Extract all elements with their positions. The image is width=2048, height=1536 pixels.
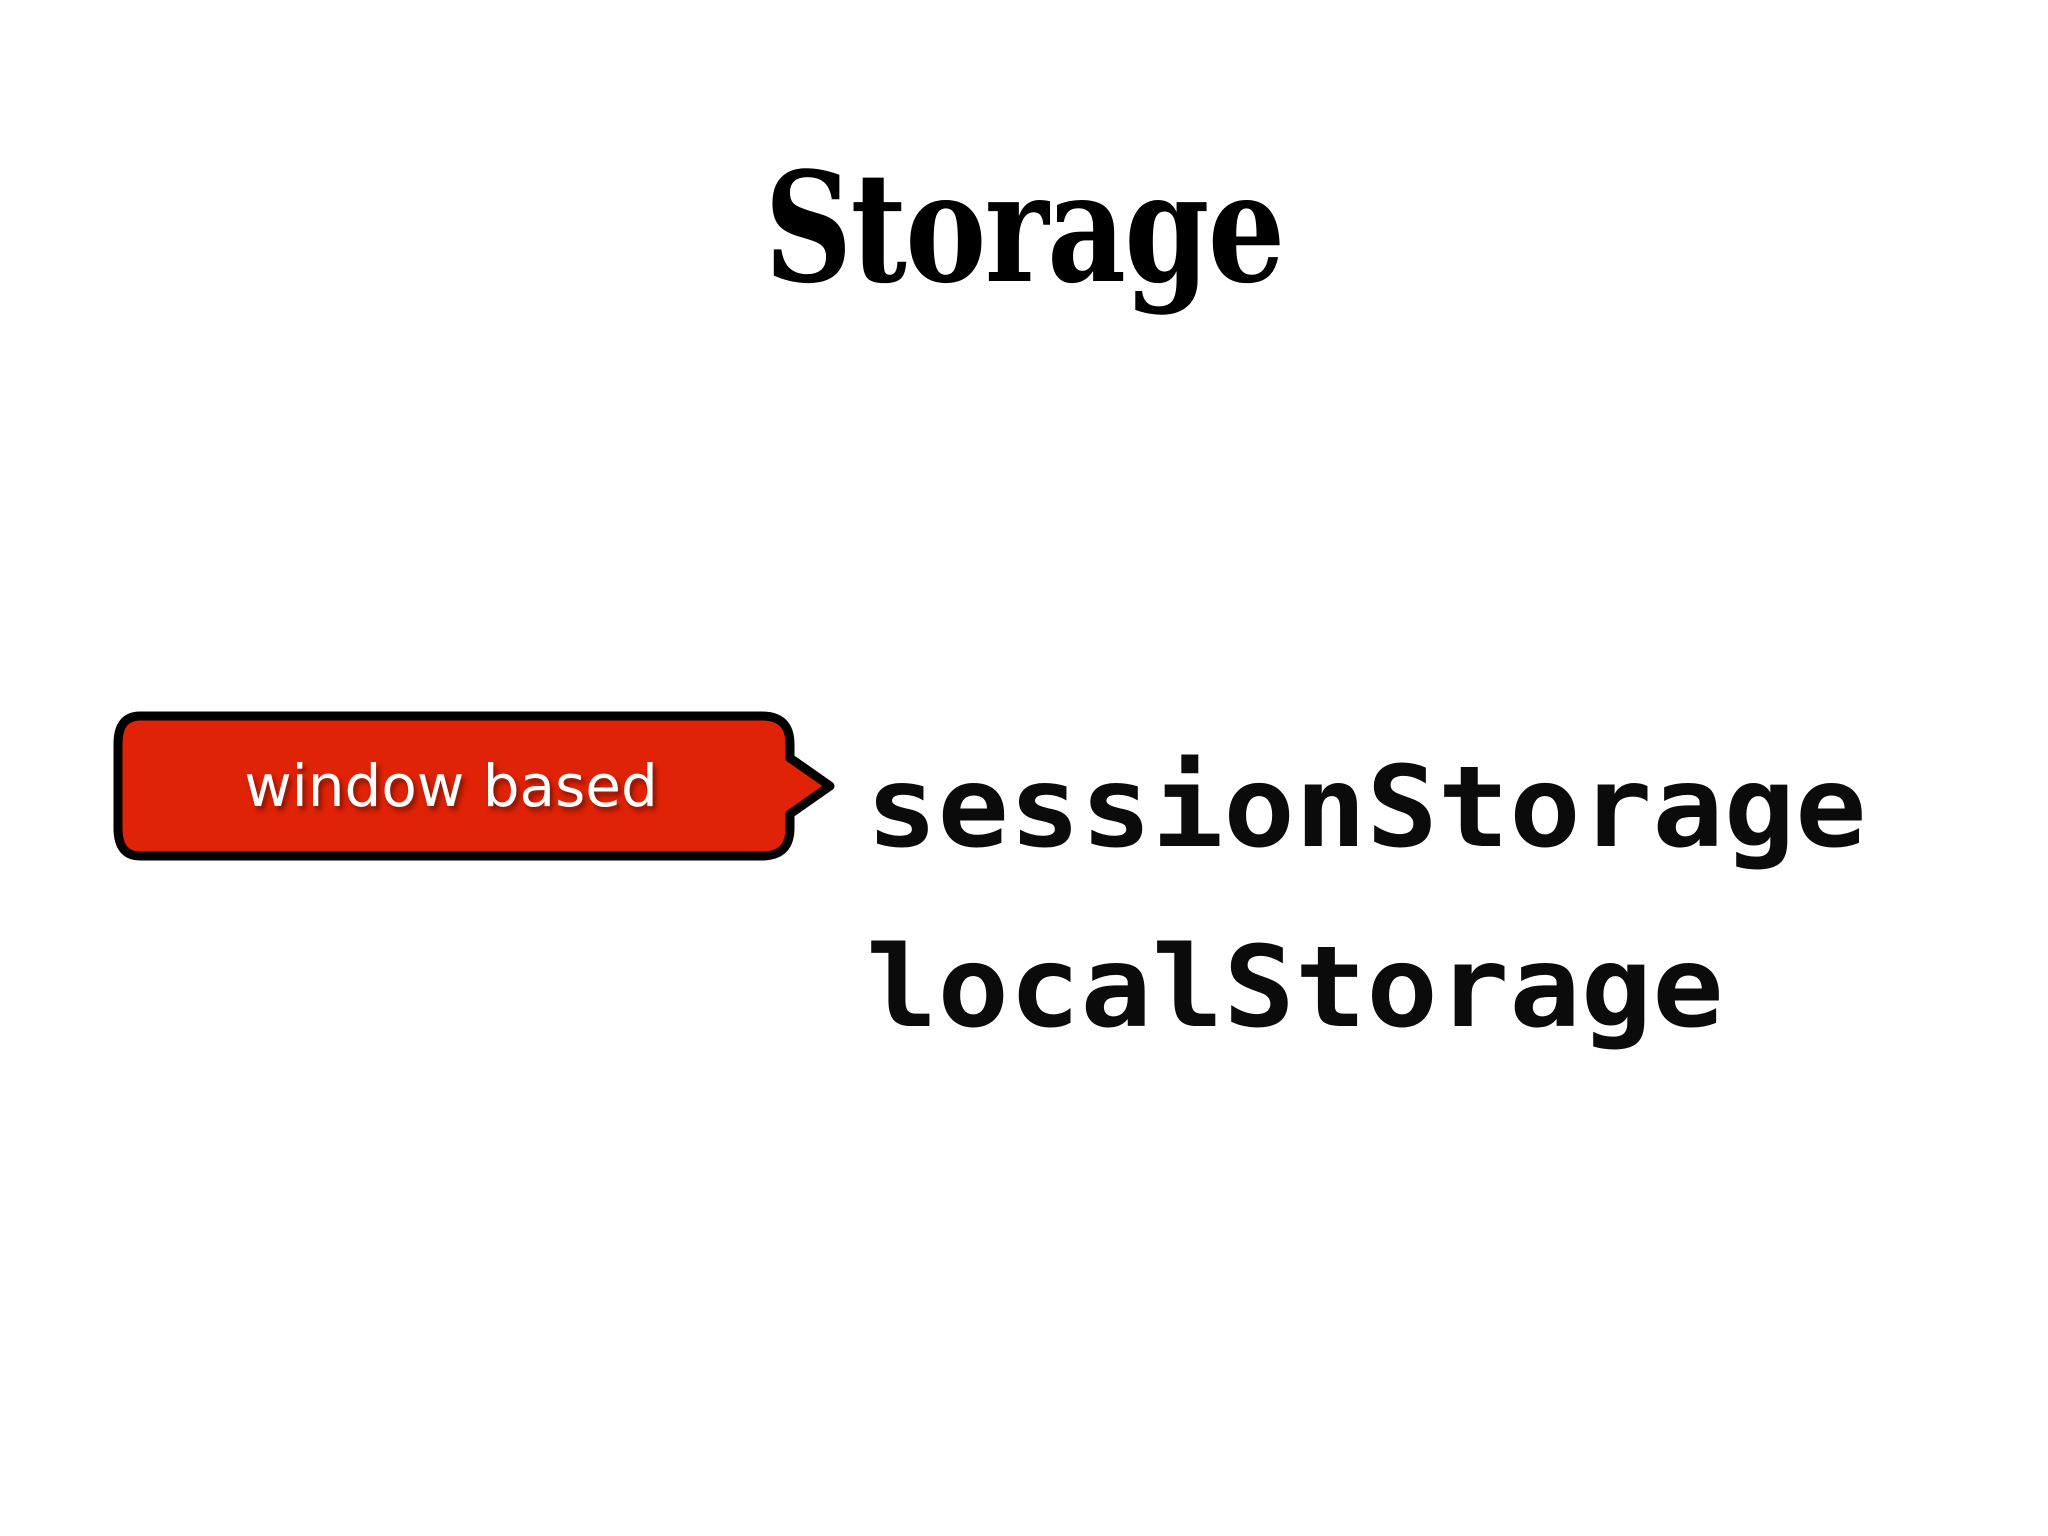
callout-shape-icon xyxy=(113,711,835,861)
page-title: Storage xyxy=(764,138,1285,317)
storage-api-list: sessionStorage localStorage xyxy=(866,718,1966,1078)
list-item-local-storage: localStorage xyxy=(866,923,1724,1053)
list-item-session-storage: sessionStorage xyxy=(866,743,1867,873)
callout-badge[interactable]: window based xyxy=(112,710,838,862)
